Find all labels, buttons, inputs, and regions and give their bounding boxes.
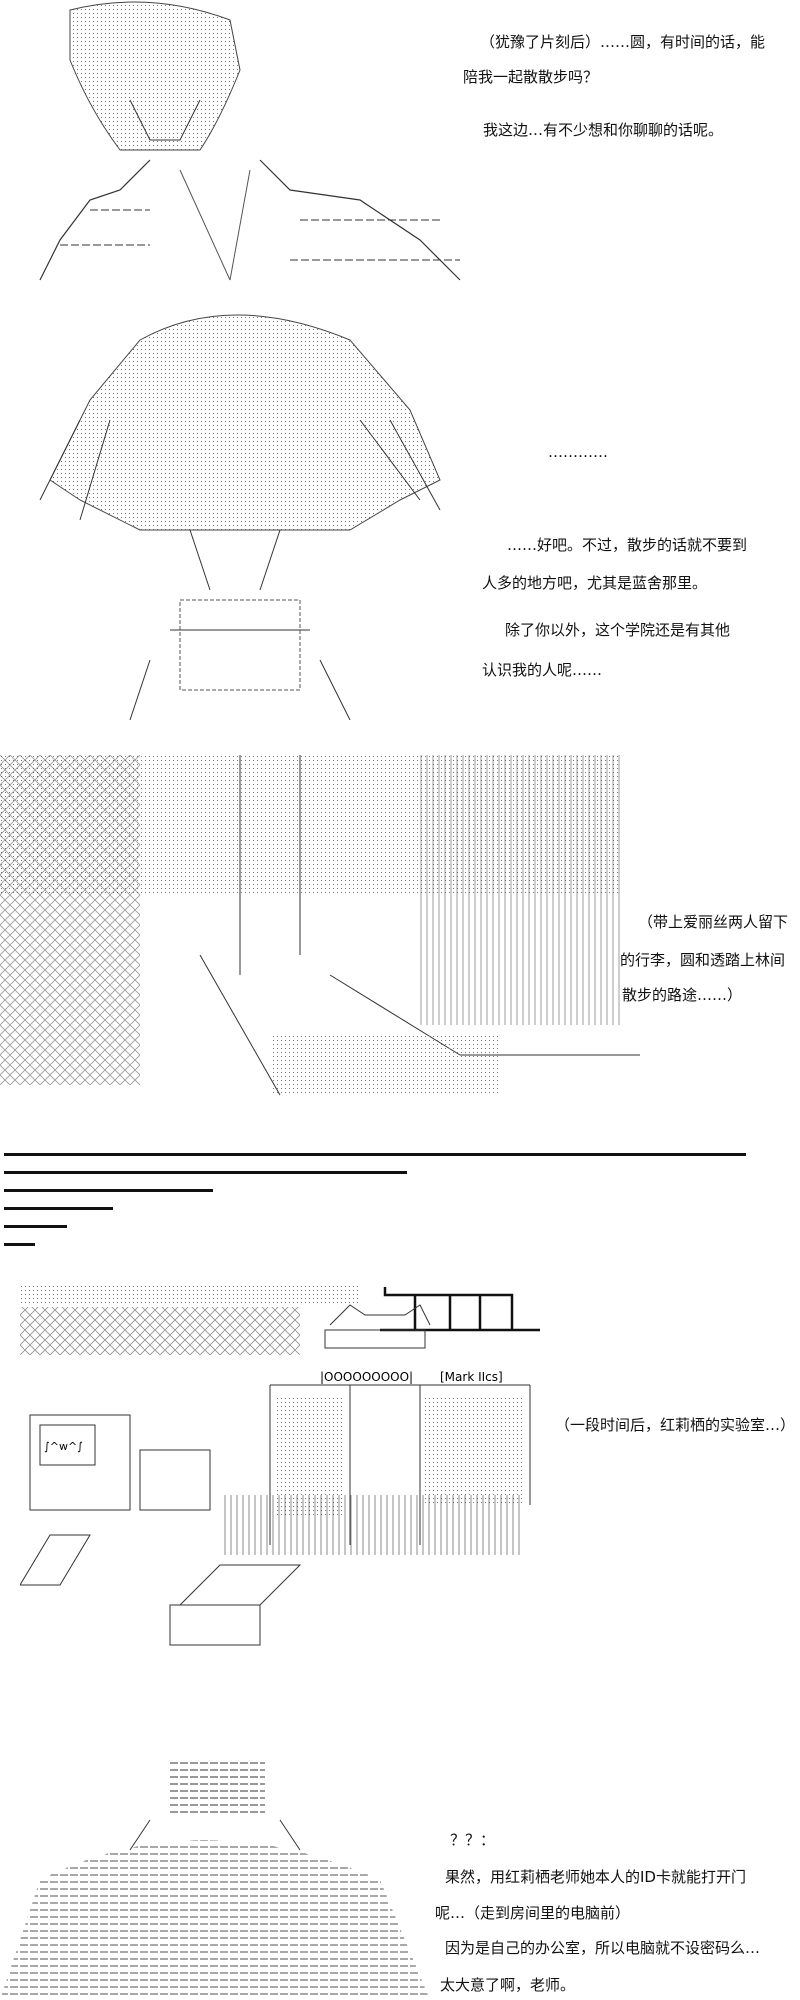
dialogue-line: 人多的地方吧，尤其是蓝舍那里。 <box>482 574 708 592</box>
speaker-label: ？？： <box>450 1831 496 1849</box>
lab-sign: [Mark IIcs] <box>440 1370 503 1384</box>
ascii-art-forest-path <box>0 755 640 1096</box>
ascii-art-figure-at-computer <box>0 1760 430 2000</box>
dialogue-line: ………… <box>548 443 608 461</box>
separator-bar <box>4 1171 407 1174</box>
lab-caption: （一段时间后，红莉栖的实验室…） <box>555 1416 796 1434</box>
dialogue-line: （犹豫了片刻后）……圆，有时间的话，能 <box>480 33 766 51</box>
dialogue-line: 认识我的人呢…… <box>482 661 603 679</box>
dialogue-line: 除了你以外，这个学院还是有其他 <box>505 621 731 639</box>
separator-bar <box>4 1243 35 1246</box>
narration-line: 的行李，圆和透踏上林间 <box>620 951 786 969</box>
dialogue-line: 果然，用红莉栖老师她本人的ID卡就能打开门 <box>445 1868 746 1886</box>
narration-line: 散步的路途……） <box>622 986 743 1004</box>
separator-bar <box>4 1207 113 1210</box>
dialogue-line: 因为是自己的办公室，所以电脑就不设密码么… <box>445 1939 761 1957</box>
separator-bar <box>4 1153 746 1156</box>
ascii-art-laboratory: |OOOOOOOOO| [Mark IIcs] ∫^w^∫ <box>20 1285 540 1646</box>
dialogue-line: 陪我一起散散步吗？ <box>463 68 599 86</box>
separator-bar <box>4 1225 67 1228</box>
dialogue-line: ……好吧。不过，散步的话就不要到 <box>507 536 748 554</box>
separator-bar <box>4 1189 213 1192</box>
ascii-art-character-1 <box>39 1 461 281</box>
dialogue-line: 太大意了啊，老师。 <box>440 1976 576 1994</box>
lab-counter: |OOOOOOOOO| <box>320 1370 413 1384</box>
monitor-screen: ∫^w^∫ <box>44 1440 83 1453</box>
narration-line: （带上爱丽丝两人留下 <box>638 913 789 931</box>
dialogue-line: 我这边…有不少想和你聊聊的话呢。 <box>483 121 724 139</box>
dialogue-line: 呢…（走到房间里的电脑前） <box>435 1904 631 1922</box>
ascii-art-character-2 <box>39 314 441 721</box>
